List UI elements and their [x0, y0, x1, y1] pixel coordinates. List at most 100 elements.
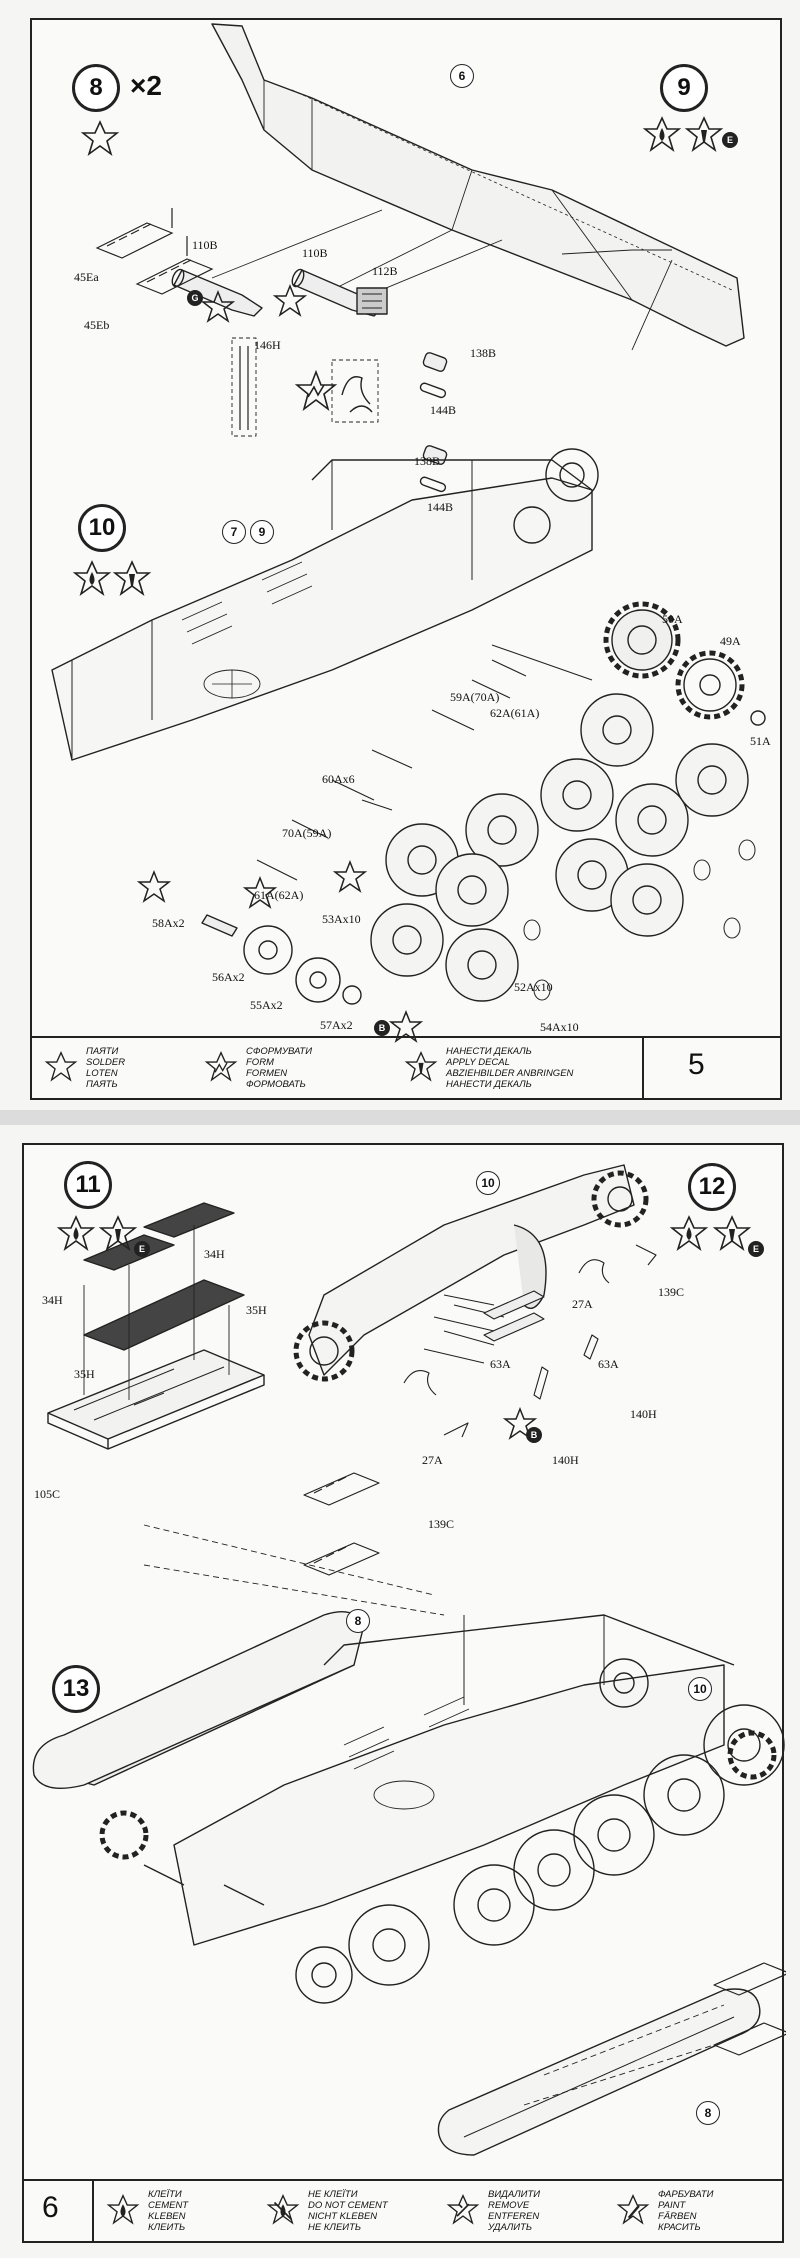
legend-remove-line-1: ВИДАЛИТИ: [488, 2189, 541, 2200]
badge-g: G: [187, 290, 203, 306]
legend-paint-line-1: ФАРБУВАТИ: [658, 2189, 714, 2200]
label-57Ax2: 57Ax2: [320, 1018, 353, 1032]
page-6-assembly-drawing: [32, 1164, 786, 2156]
rod-146H: [231, 337, 257, 437]
road-wheels: [370, 693, 749, 1002]
badge-e-step-12: E: [748, 1241, 764, 1257]
label-63A-left: 63A: [490, 1357, 511, 1371]
label-60Ax6: 60Ax6: [322, 772, 355, 786]
bracket-parts: [331, 359, 379, 423]
label-49A: 49A: [720, 634, 741, 648]
legend-no-cement-line-3: NICHT KLEBEN: [308, 2211, 378, 2222]
label-63A-right: 63A: [598, 1357, 619, 1371]
step-8-number: 8: [72, 64, 120, 112]
do-not-cement-icon: [266, 2194, 300, 2225]
ref-part-6: 6: [450, 64, 474, 88]
legend-form-line-2: FORM: [246, 1057, 274, 1068]
legend-solder-line-2: SOLDER: [86, 1057, 126, 1068]
sprocket-49A: [675, 650, 745, 720]
legend-do-not-cement: НЕ КЛЕЇТИ DO NOT CEMENT NICHT KLEBEN НЕ …: [254, 2181, 434, 2241]
track-link-groups: [143, 1472, 786, 2106]
solder-icon: [44, 1051, 78, 1082]
lower-track-run: [437, 1988, 761, 2156]
side-plate-part-6: [211, 23, 745, 347]
label-27A-lower: 27A: [422, 1453, 443, 1467]
step-9-leader-lines: [211, 209, 673, 351]
apply-decal-icon: [502, 1407, 538, 1440]
grille-parts-34H-35H: [47, 1202, 265, 1450]
label-110B-right: 110B: [302, 246, 328, 260]
label-70A-59A: 70A(59A): [282, 826, 332, 840]
page-6-number-box: 6: [24, 2181, 94, 2241]
paint-icon: [616, 2194, 650, 2225]
label-50A: 50A: [662, 612, 683, 626]
step-10-number: 10: [78, 504, 126, 552]
label-140H-lower: 140H: [552, 1453, 579, 1467]
label-105C: 105C: [34, 1487, 61, 1501]
legend-solder-line-4: ПАЯТЬ: [86, 1079, 118, 1090]
step-12-parts: [403, 1244, 657, 1438]
parts-138B-144B: [419, 352, 448, 493]
badge-e: E: [722, 132, 738, 148]
form-icon: [204, 1051, 238, 1082]
suspension-arms: [256, 644, 593, 881]
apply-decal-icon: [684, 116, 724, 153]
form-icon: [294, 370, 338, 412]
label-146H: 146H: [254, 338, 281, 352]
label-54Ax10: 54Ax10: [540, 1020, 579, 1034]
legend-apply-decal: НАНЕСТИ ДЕКАЛЬ APPLY DECAL ABZIEHBILDER …: [392, 1038, 642, 1098]
badge-b-step-12: B: [526, 1427, 542, 1443]
legend-cement: КЛЕЇТИ CEMENT KLEBEN КЛЕИТЬ: [94, 2181, 254, 2241]
legend-no-cement-line-2: DO NOT CEMENT: [308, 2200, 388, 2211]
ref-part-7: 7: [222, 520, 246, 544]
legend-form-line-4: ФОРМОВАТЬ: [246, 1079, 306, 1090]
legend-form: СФОРМУВАТИ FORM FORMEN ФОРМОВАТЬ: [192, 1038, 392, 1098]
legend-paint-line-4: КРАСИТЬ: [658, 2222, 701, 2233]
apply-decal-icon: [200, 290, 236, 323]
label-62A-61A: 62A(61A): [490, 706, 540, 720]
legend-solder-line-3: LOTEN: [86, 1068, 118, 1079]
page-6-legend: 6 КЛЕЇТИ CEMENT KLEBEN КЛЕИТЬ НЕ КЛЕЇТИ …: [24, 2179, 782, 2241]
page-5-frame: 8 ×2 45Ea 45Eb 6 9 E 110B 110B G 112B 14…: [30, 18, 782, 1100]
ref-part-10-step-13: 10: [688, 1677, 712, 1701]
legend-form-line-3: FORMEN: [246, 1068, 288, 1079]
ammo-box-112B: [356, 287, 388, 315]
label-34H-upper: 34H: [204, 1247, 225, 1261]
apply-decal-icon: [112, 560, 152, 597]
label-144B-lower: 144B: [427, 500, 454, 514]
legend-solder-line-1: ПАЯТИ: [86, 1046, 119, 1057]
legend-remove-line-4: УДАЛИТЬ: [488, 2222, 533, 2233]
label-45Eb: 45Eb: [84, 318, 110, 332]
paint-icon: [56, 1215, 96, 1252]
badge-e-step-11: E: [134, 1241, 150, 1257]
page-5-assembly-drawing: [51, 23, 766, 1005]
sprocket-50A: [603, 601, 681, 679]
paint-icon: [72, 560, 112, 597]
page-5-legend: ПАЯТИ SOLDER LOTEN ПАЯТЬ СФОРМУВАТИ FORM…: [32, 1036, 780, 1098]
legend-remove-line-3: ENTFEREN: [488, 2211, 540, 2222]
legend-paint-line-3: FÄRBEN: [658, 2211, 697, 2222]
label-110B-left: 110B: [192, 238, 218, 252]
apply-decal-icon: [98, 1215, 138, 1252]
apply-decal-icon: [332, 860, 368, 893]
label-58Ax2: 58Ax2: [152, 916, 185, 930]
legend-decal-line-1: НАНЕСТИ ДЕКАЛЬ: [446, 1046, 532, 1057]
label-34H-left: 34H: [42, 1293, 63, 1307]
legend-decal-line-3: ABZIEHBILDER ANBRINGEN: [446, 1068, 574, 1079]
label-139C-upper: 139C: [658, 1285, 685, 1299]
paint-icon: [642, 116, 682, 153]
legend-cement-line-2: CEMENT: [148, 2200, 189, 2211]
label-112B: 112B: [372, 264, 398, 278]
page-6-frame: 11 E 34H 34H 35H 35H 105C 10 12 E 27A 13…: [22, 1143, 786, 2243]
apply-decal-icon: [712, 1215, 752, 1252]
legend-paint-line-2: PAINT: [658, 2200, 686, 2211]
legend-no-cement-line-4: НЕ КЛЕИТЬ: [308, 2222, 362, 2233]
hull-with-tracks: [32, 1611, 785, 2004]
page-5-number-box: 5: [642, 1038, 780, 1098]
hub-cap-51A: [750, 710, 766, 726]
label-35H-left: 35H: [74, 1367, 95, 1381]
legend-decal-line-2: APPLY DECAL: [446, 1057, 510, 1068]
apply-decal-icon: [242, 876, 278, 909]
idler-wheels: [201, 914, 362, 1005]
step-8-multiplier: ×2: [130, 70, 162, 101]
